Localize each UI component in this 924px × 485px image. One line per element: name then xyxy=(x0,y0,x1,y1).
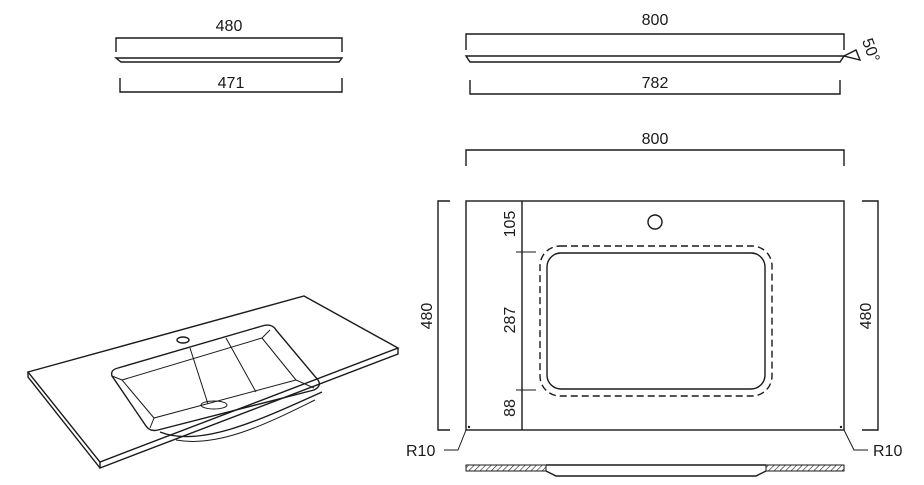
bowl-crease-2 xyxy=(261,329,271,339)
radius-label-right: R10 xyxy=(873,443,902,460)
dimension-line-480-right xyxy=(862,200,879,431)
bowl-rim xyxy=(110,324,321,432)
side-profile-large: 800 50° 782 xyxy=(464,12,882,95)
dimension-line-480-left xyxy=(437,200,450,431)
slab-outline xyxy=(465,200,845,431)
dimension-line-471 xyxy=(119,78,343,93)
slab-front-edge xyxy=(99,348,399,470)
bottom-section-view xyxy=(465,464,845,477)
dim-label-800-top: 800 xyxy=(642,12,669,29)
basin-plan-view: 800 480 480 105 287 88 R10 R10 xyxy=(406,131,902,477)
dim-label-800-plan: 800 xyxy=(642,131,669,148)
bowl-outline-solid xyxy=(546,252,766,390)
dimension-line-480 xyxy=(115,37,343,52)
angle-label: 50° xyxy=(858,36,882,65)
angle-marker xyxy=(841,49,862,62)
drain-icon xyxy=(200,400,228,410)
tap-hole-icon xyxy=(176,336,190,344)
bowl-crease-4 xyxy=(149,417,155,429)
section-bowl-bottom xyxy=(545,470,767,477)
bowl-outline-dashed xyxy=(539,245,773,397)
corner-dot-left xyxy=(467,425,471,429)
dimension-line-782 xyxy=(469,80,841,95)
bowl-floor-line-2 xyxy=(225,337,257,393)
bowl-floor-line xyxy=(189,347,209,405)
slab-profile-small xyxy=(114,57,344,63)
radius-leader-left xyxy=(444,429,467,451)
dim-label-480-left: 480 xyxy=(419,303,436,330)
tap-hole-plan-icon xyxy=(647,214,663,230)
bowl-crease-1 xyxy=(111,375,123,381)
bowl-crease-3 xyxy=(295,379,315,389)
dim-label-480-right: 480 xyxy=(858,303,875,330)
slab-left-edge xyxy=(27,372,101,469)
dimension-line-800-top xyxy=(465,33,845,50)
section-hatch-right xyxy=(765,464,845,472)
section-hatch-left xyxy=(465,464,547,472)
dimension-line-800-plan xyxy=(465,149,845,166)
dim-label-105: 105 xyxy=(502,211,519,238)
dim-label-88: 88 xyxy=(502,399,519,417)
slab-profile-large xyxy=(464,55,846,63)
dim-label-782: 782 xyxy=(642,75,669,92)
side-profile-small: 480 471 xyxy=(114,18,344,93)
slab-top-surface xyxy=(26,295,400,463)
radius-label-left: R10 xyxy=(406,443,435,460)
dim-label-480: 480 xyxy=(216,18,243,35)
dim-label-471: 471 xyxy=(218,75,245,92)
bowl-underside xyxy=(159,391,323,438)
bowl-underside-inner xyxy=(175,399,316,442)
corner-dot-right xyxy=(839,425,843,429)
radius-leader-right xyxy=(843,429,868,451)
dim-label-287: 287 xyxy=(502,307,519,334)
basin-perspective-view xyxy=(26,295,400,470)
